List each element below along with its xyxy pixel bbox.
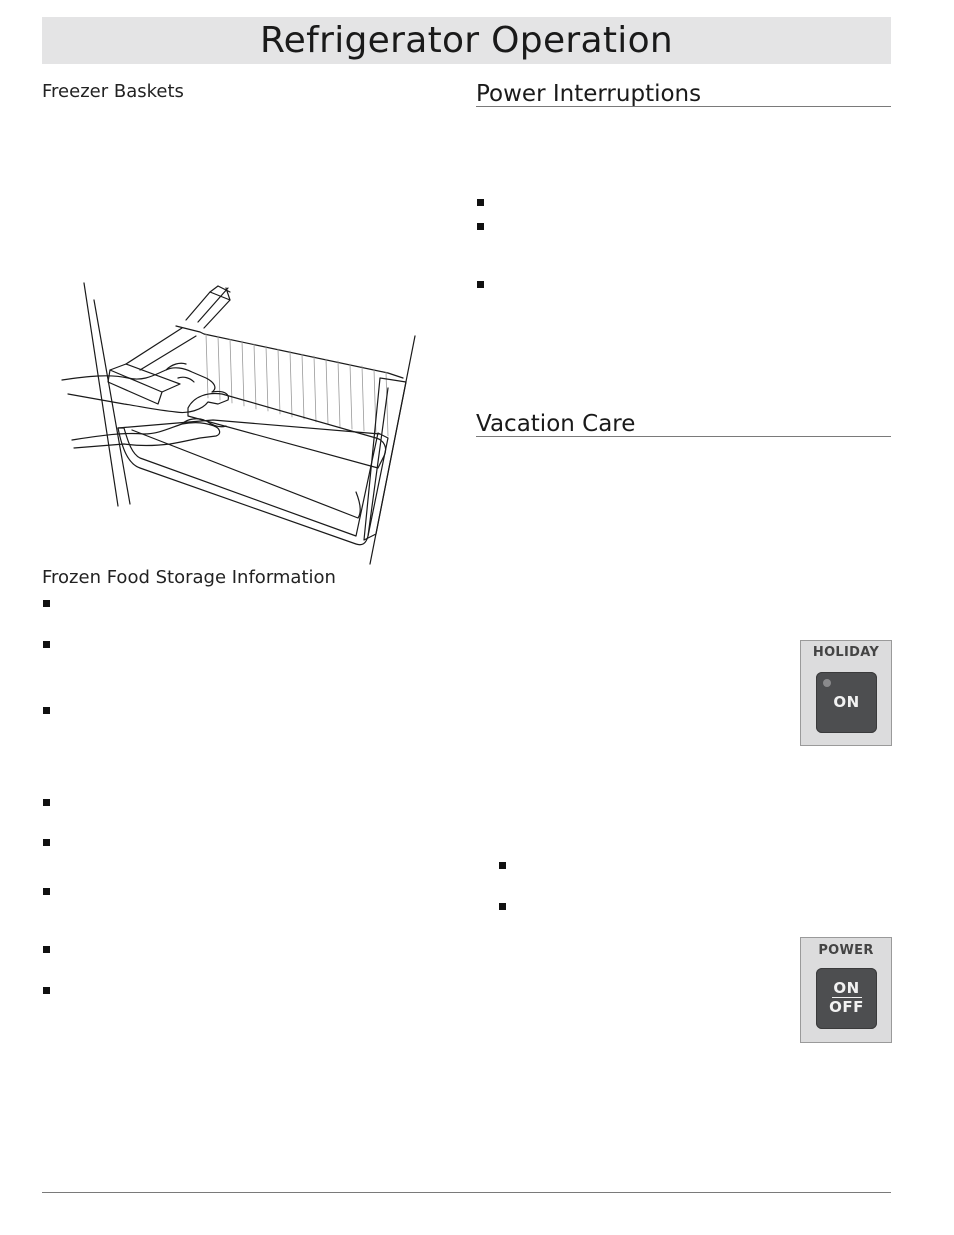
power-button-on-label: ON xyxy=(833,979,860,997)
footer-rule xyxy=(42,1192,891,1193)
list-bullet xyxy=(43,707,50,714)
holiday-control-panel: HOLIDAY ON xyxy=(800,640,892,746)
section-rule xyxy=(476,436,891,437)
drawer-handle xyxy=(188,394,386,468)
holiday-on-button[interactable]: ON xyxy=(816,672,877,733)
basket-top-edge xyxy=(176,326,403,378)
list-bullet xyxy=(43,641,50,648)
power-button-divider xyxy=(831,997,862,998)
vacation-care-heading: Vacation Care xyxy=(476,411,636,437)
power-interruptions-heading: Power Interruptions xyxy=(476,81,702,107)
section-rule xyxy=(476,106,891,107)
upper-hand xyxy=(62,368,228,413)
freezer-basket-illustration xyxy=(58,278,423,568)
basket-wire-mesh xyxy=(206,334,388,436)
power-button-off-label: OFF xyxy=(829,998,864,1016)
holiday-label: HOLIDAY xyxy=(812,645,880,660)
power-on-off-button[interactable]: ON OFF xyxy=(816,968,877,1029)
title-bar xyxy=(42,17,891,64)
list-bullet xyxy=(477,199,484,206)
power-control-panel: POWER ON OFF xyxy=(800,937,892,1043)
freezer-baskets-heading: Freezer Baskets xyxy=(42,81,184,102)
list-bullet xyxy=(43,600,50,607)
drawer-front xyxy=(118,428,388,545)
lower-hand xyxy=(72,423,220,448)
page-title: Refrigerator Operation xyxy=(259,20,674,61)
holiday-button-label: ON xyxy=(833,693,860,711)
power-label: POWER xyxy=(818,943,874,958)
list-bullet xyxy=(43,839,50,846)
list-bullet xyxy=(43,888,50,895)
list-bullet xyxy=(43,799,50,806)
list-bullet xyxy=(499,903,506,910)
list-bullet xyxy=(43,946,50,953)
top-rail xyxy=(186,292,230,328)
drawer-side-panel xyxy=(364,378,406,540)
led-indicator-icon xyxy=(823,679,831,687)
list-bullet xyxy=(499,862,506,869)
left-bracket xyxy=(110,364,180,392)
list-bullet xyxy=(477,281,484,288)
frozen-food-heading: Frozen Food Storage Information xyxy=(42,567,336,588)
cabinet-left-edge xyxy=(84,283,118,506)
list-bullet xyxy=(477,223,484,230)
list-bullet xyxy=(43,987,50,994)
